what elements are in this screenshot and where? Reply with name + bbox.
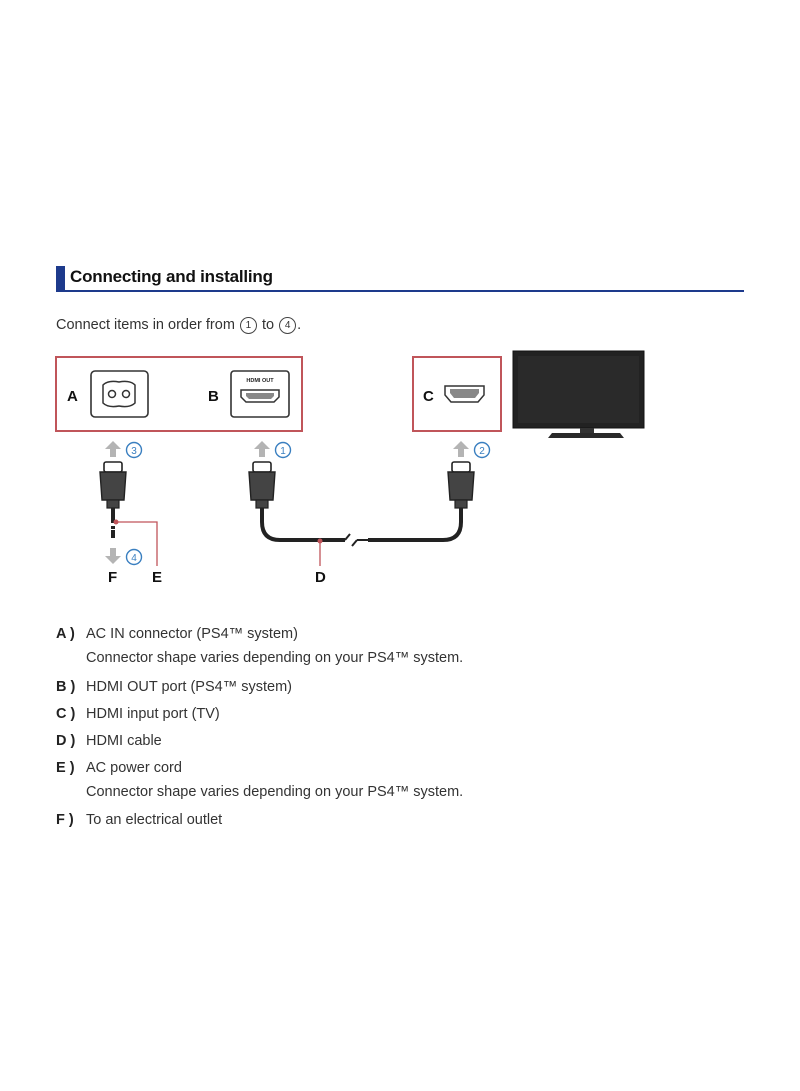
label-d-callout <box>317 538 323 566</box>
heading-rule <box>56 290 744 292</box>
hdmi-input-port-icon <box>444 385 485 403</box>
step-4-number: 4 <box>131 553 137 564</box>
label-a: A <box>67 388 78 405</box>
intro-end: . <box>297 317 302 333</box>
step-3-number: 3 <box>131 446 137 457</box>
legend-text: AC power cord <box>86 760 182 776</box>
intro-text: Connect items in order from 1 to 4. <box>56 317 301 334</box>
up-arrow-icon <box>254 441 270 457</box>
ac-power-plug-icon <box>99 461 127 538</box>
legend-subtext: Connector shape varies depending on your… <box>86 784 464 800</box>
legend-key: F ) <box>56 812 74 828</box>
legend-key: E ) <box>56 760 75 776</box>
step-1-number: 1 <box>280 446 286 457</box>
legend-key: D ) <box>56 733 76 749</box>
intro-step-to: 4 <box>279 317 297 334</box>
hdmi-out-port-text: HDMI OUT <box>246 378 274 384</box>
legend-subtext: Connector shape varies depending on your… <box>86 650 464 666</box>
intro-joiner: to <box>261 317 275 333</box>
label-d: D <box>315 569 326 586</box>
legend-key: A ) <box>56 626 75 642</box>
ac-in-connector-icon <box>90 370 149 418</box>
legend-text: HDMI OUT port (PS4™ system) <box>86 679 292 695</box>
legend-text: HDMI cable <box>86 733 162 749</box>
heading-accent-bar <box>56 266 65 290</box>
up-arrow-icon <box>105 441 121 457</box>
step-2-indicator: 2 <box>453 441 491 459</box>
label-b: B <box>208 388 219 405</box>
label-e-callout <box>113 519 158 566</box>
label-f: F <box>108 569 117 586</box>
intro-step-from: 1 <box>239 317 257 334</box>
label-c: C <box>423 388 434 405</box>
legend-key: C ) <box>56 706 76 722</box>
connection-diagram: A B C HDMI OUT 3 1 2 <box>55 350 645 586</box>
section-heading: Connecting and installing <box>56 263 744 293</box>
step-4-indicator: 4 <box>105 548 143 566</box>
up-arrow-icon <box>453 441 469 457</box>
legend-text: AC IN connector (PS4™ system) <box>86 626 298 642</box>
tv-icon <box>512 350 645 438</box>
legend-key: B ) <box>56 679 76 695</box>
legend-text: To an electrical outlet <box>86 812 223 828</box>
legend-text: HDMI input port (TV) <box>86 706 220 722</box>
section-title: Connecting and installing <box>70 267 273 286</box>
label-e: E <box>152 569 162 586</box>
hdmi-out-port-icon: HDMI OUT <box>230 370 290 418</box>
hdmi-cable-icon <box>248 461 475 547</box>
down-arrow-icon <box>105 548 121 564</box>
step-1-indicator: 1 <box>254 441 292 459</box>
intro-lead: Connect items in order from <box>56 317 235 333</box>
step-3-indicator: 3 <box>105 441 143 459</box>
step-2-number: 2 <box>479 446 485 457</box>
